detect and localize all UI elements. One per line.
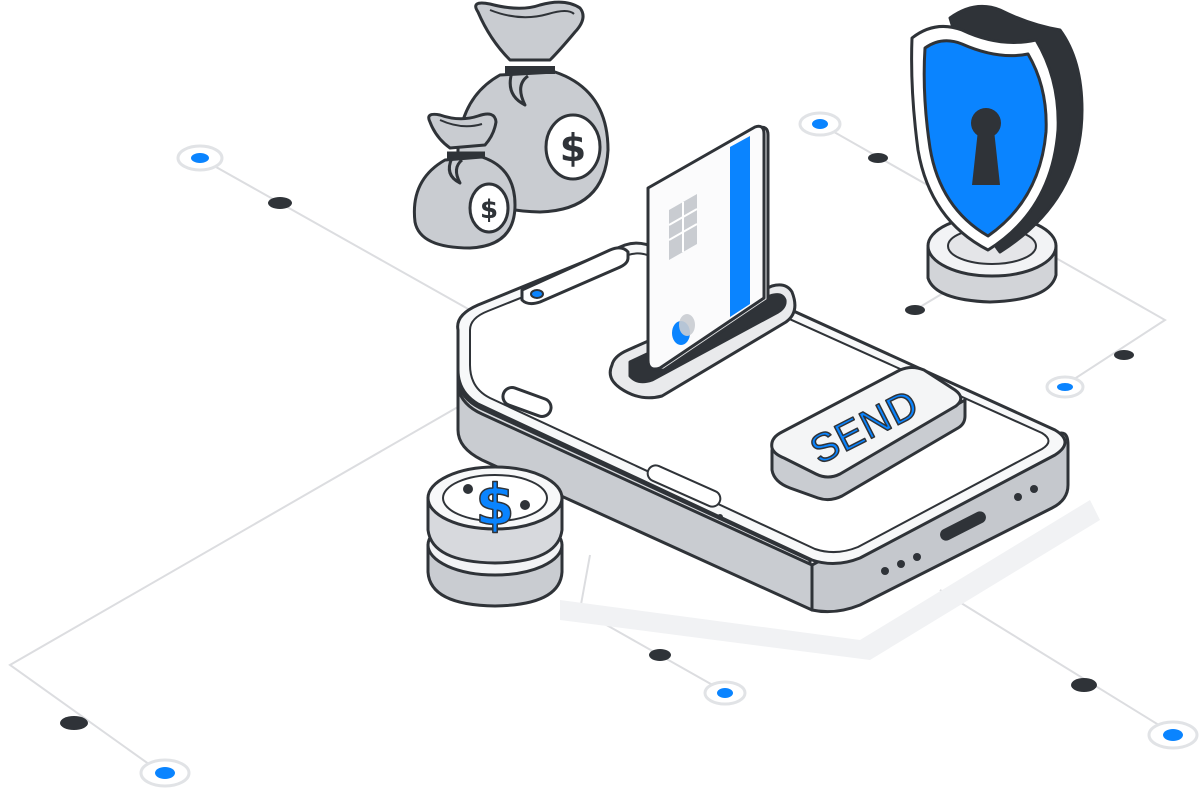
- network-dot: [649, 649, 671, 661]
- small-bag-dollar: $: [480, 195, 498, 225]
- network-node-icon: [1147, 720, 1199, 750]
- coin-stack-icon: $: [426, 465, 564, 608]
- money-bag-icon: $: [412, 112, 517, 250]
- network-dot: [268, 197, 292, 209]
- network-node-icon: [139, 758, 191, 788]
- network-node-icon: [798, 111, 842, 137]
- large-bag-dollar: $: [560, 126, 586, 170]
- coin-dollar: $: [476, 473, 515, 538]
- network-node-icon: [176, 144, 224, 172]
- phone-icon: [456, 241, 1070, 614]
- network-dot: [60, 716, 88, 730]
- network-dot: [905, 305, 925, 315]
- network-nodes: [60, 111, 1199, 788]
- network-dot: [1114, 350, 1134, 360]
- shield-lock-icon: [910, 4, 1084, 304]
- network-dot: [868, 153, 888, 163]
- network-dot: [1071, 678, 1097, 692]
- network-node-icon: [703, 680, 747, 706]
- credit-card-icon: [646, 124, 770, 372]
- network-node-icon: [1045, 375, 1085, 399]
- phone-shadow: [560, 500, 1100, 660]
